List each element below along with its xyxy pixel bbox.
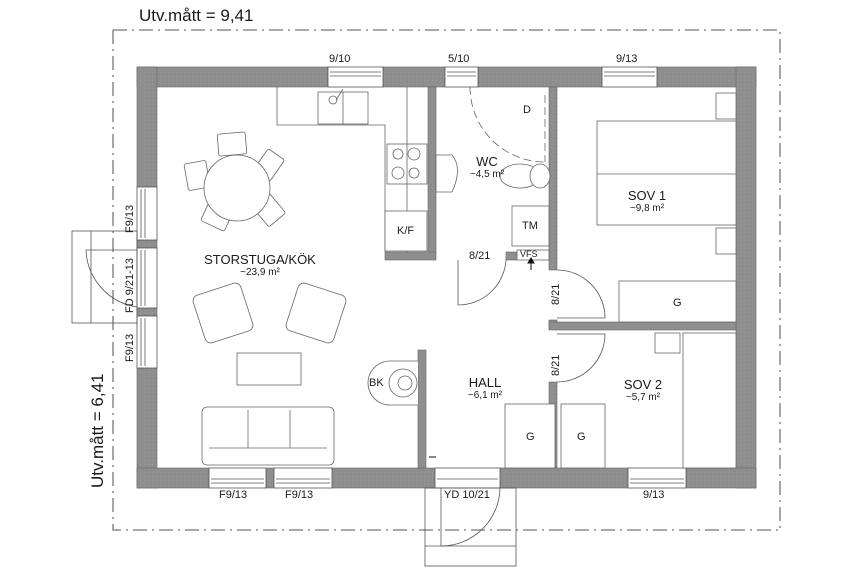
- window-label-top-wc: 5/10: [448, 53, 470, 65]
- entry-porch: [424, 487, 517, 567]
- kitchen: [276, 87, 428, 252]
- window-label-left-door: FD 9/21-13: [124, 257, 136, 313]
- window-label-left-upper: F9/13: [124, 204, 136, 233]
- fixture-kf: K/F: [397, 225, 415, 237]
- wc-fixtures: [435, 86, 551, 261]
- door-label-sov2: 8/21: [550, 354, 562, 376]
- window-label-top-kitchen: 9/10: [329, 53, 351, 65]
- room-sov1: SOV 1 ~9,8 m²: [612, 188, 682, 215]
- room-area: ~4,5 m²: [469, 169, 505, 180]
- window-label-bottom-sov2: 9/13: [643, 489, 665, 501]
- window-label-left-lower: F9/13: [124, 333, 136, 362]
- dimension-frame: [112, 29, 781, 531]
- room-storstuga: STORSTUGA/KÖK ~23,9 m²: [195, 252, 325, 279]
- room-area: ~9,8 m²: [629, 203, 665, 214]
- bedroom-furniture: [504, 92, 737, 469]
- room-area: ~5,7 m²: [625, 392, 661, 403]
- stove: [367, 360, 418, 406]
- fixture-wardrobe-sov1: G: [673, 297, 682, 309]
- fixture-wardrobe-hall-2: G: [577, 431, 586, 443]
- room-area: ~6,1 m²: [467, 390, 503, 401]
- arrow-icons: [429, 257, 535, 458]
- fixture-tm: TM: [522, 220, 538, 232]
- dining-table: [183, 131, 286, 232]
- room-name: WC: [476, 154, 498, 169]
- depth-dimension: Utv.mått = 6,41: [88, 373, 107, 488]
- room-hall: HALL ~6,1 m²: [455, 375, 515, 402]
- room-name: HALL: [468, 375, 502, 390]
- living-furniture: [192, 282, 347, 466]
- fixture-closet-d: D: [523, 104, 531, 116]
- width-dimension: Utv.mått = 9,41: [139, 6, 254, 25]
- window-label-top-sov1: 9/13: [616, 53, 638, 65]
- room-name: STORSTUGA/KÖK: [204, 252, 316, 267]
- interior-doors: [457, 259, 606, 383]
- door-label-sov1: 8/21: [550, 283, 562, 305]
- fixture-bk: BK: [369, 377, 384, 389]
- window-label-bottom-2: F9/13: [285, 489, 314, 501]
- room-name: SOV 2: [623, 377, 663, 392]
- room-sov2: SOV 2 ~5,7 m²: [608, 377, 678, 404]
- room-wc: WC ~4,5 m²: [457, 154, 517, 181]
- fixture-vfs: VFS: [520, 249, 538, 259]
- door-label-entry: YD 10/21: [444, 489, 490, 501]
- door-label-wc: 8/21: [469, 250, 491, 262]
- room-name: SOV 1: [627, 188, 667, 203]
- fixture-wardrobe-hall-1: G: [526, 431, 535, 443]
- left-porch: [71, 230, 138, 324]
- window-label-bottom-1: F9/13: [219, 489, 248, 501]
- room-area: ~23,9 m²: [240, 267, 280, 278]
- exterior-walls: [136, 66, 757, 489]
